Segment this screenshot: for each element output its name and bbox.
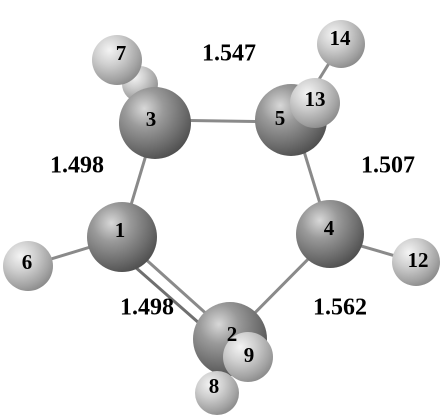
atom-label-5: 5 xyxy=(275,106,286,130)
atom-label-8: 9 xyxy=(244,343,255,367)
hydrogen-atom-6 xyxy=(3,241,53,291)
carbon-atom-3 xyxy=(119,87,191,159)
hydrogen-atom-12 xyxy=(392,238,440,286)
atom-label-13: 13 xyxy=(305,87,326,111)
atom-label-6: 6 xyxy=(22,250,33,274)
atom-label-7: 8 xyxy=(209,374,220,398)
bond-length-c1-c3: 1.498 xyxy=(50,153,104,179)
bond-length-c3-c5: 1.547 xyxy=(202,41,256,67)
atom-label-1: 1 xyxy=(115,218,126,242)
atom-label-9: 7 xyxy=(116,41,127,65)
atom-label-2: 2 xyxy=(227,322,238,346)
bond-length-c4-c5: 1.507 xyxy=(361,153,415,179)
carbon-atom-1 xyxy=(87,202,157,272)
atom-label-14: 14 xyxy=(330,26,352,50)
hydrogen-atom-8 xyxy=(223,332,273,382)
bond-length-c2-c4: 1.562 xyxy=(313,295,367,321)
atom-label-4: 4 xyxy=(324,216,335,240)
hydrogen-atom-7 xyxy=(195,371,239,415)
hydrogen-atom-14 xyxy=(317,20,365,68)
atom-label-12: 12 xyxy=(408,248,429,272)
atom-label-3: 3 xyxy=(146,107,157,131)
carbon-atom-4 xyxy=(296,200,364,268)
atom-labels: 7 14 3 5 13 1 4 6 12 2 9 8 xyxy=(22,26,429,398)
hydrogen-atom-9 xyxy=(92,35,142,85)
bond-length-c1-c2: 1.498 xyxy=(120,295,174,321)
hydrogen-atom-13 xyxy=(290,78,340,128)
bond-length-labels: 1.547 1.498 1.507 1.498 1.562 xyxy=(50,41,415,321)
